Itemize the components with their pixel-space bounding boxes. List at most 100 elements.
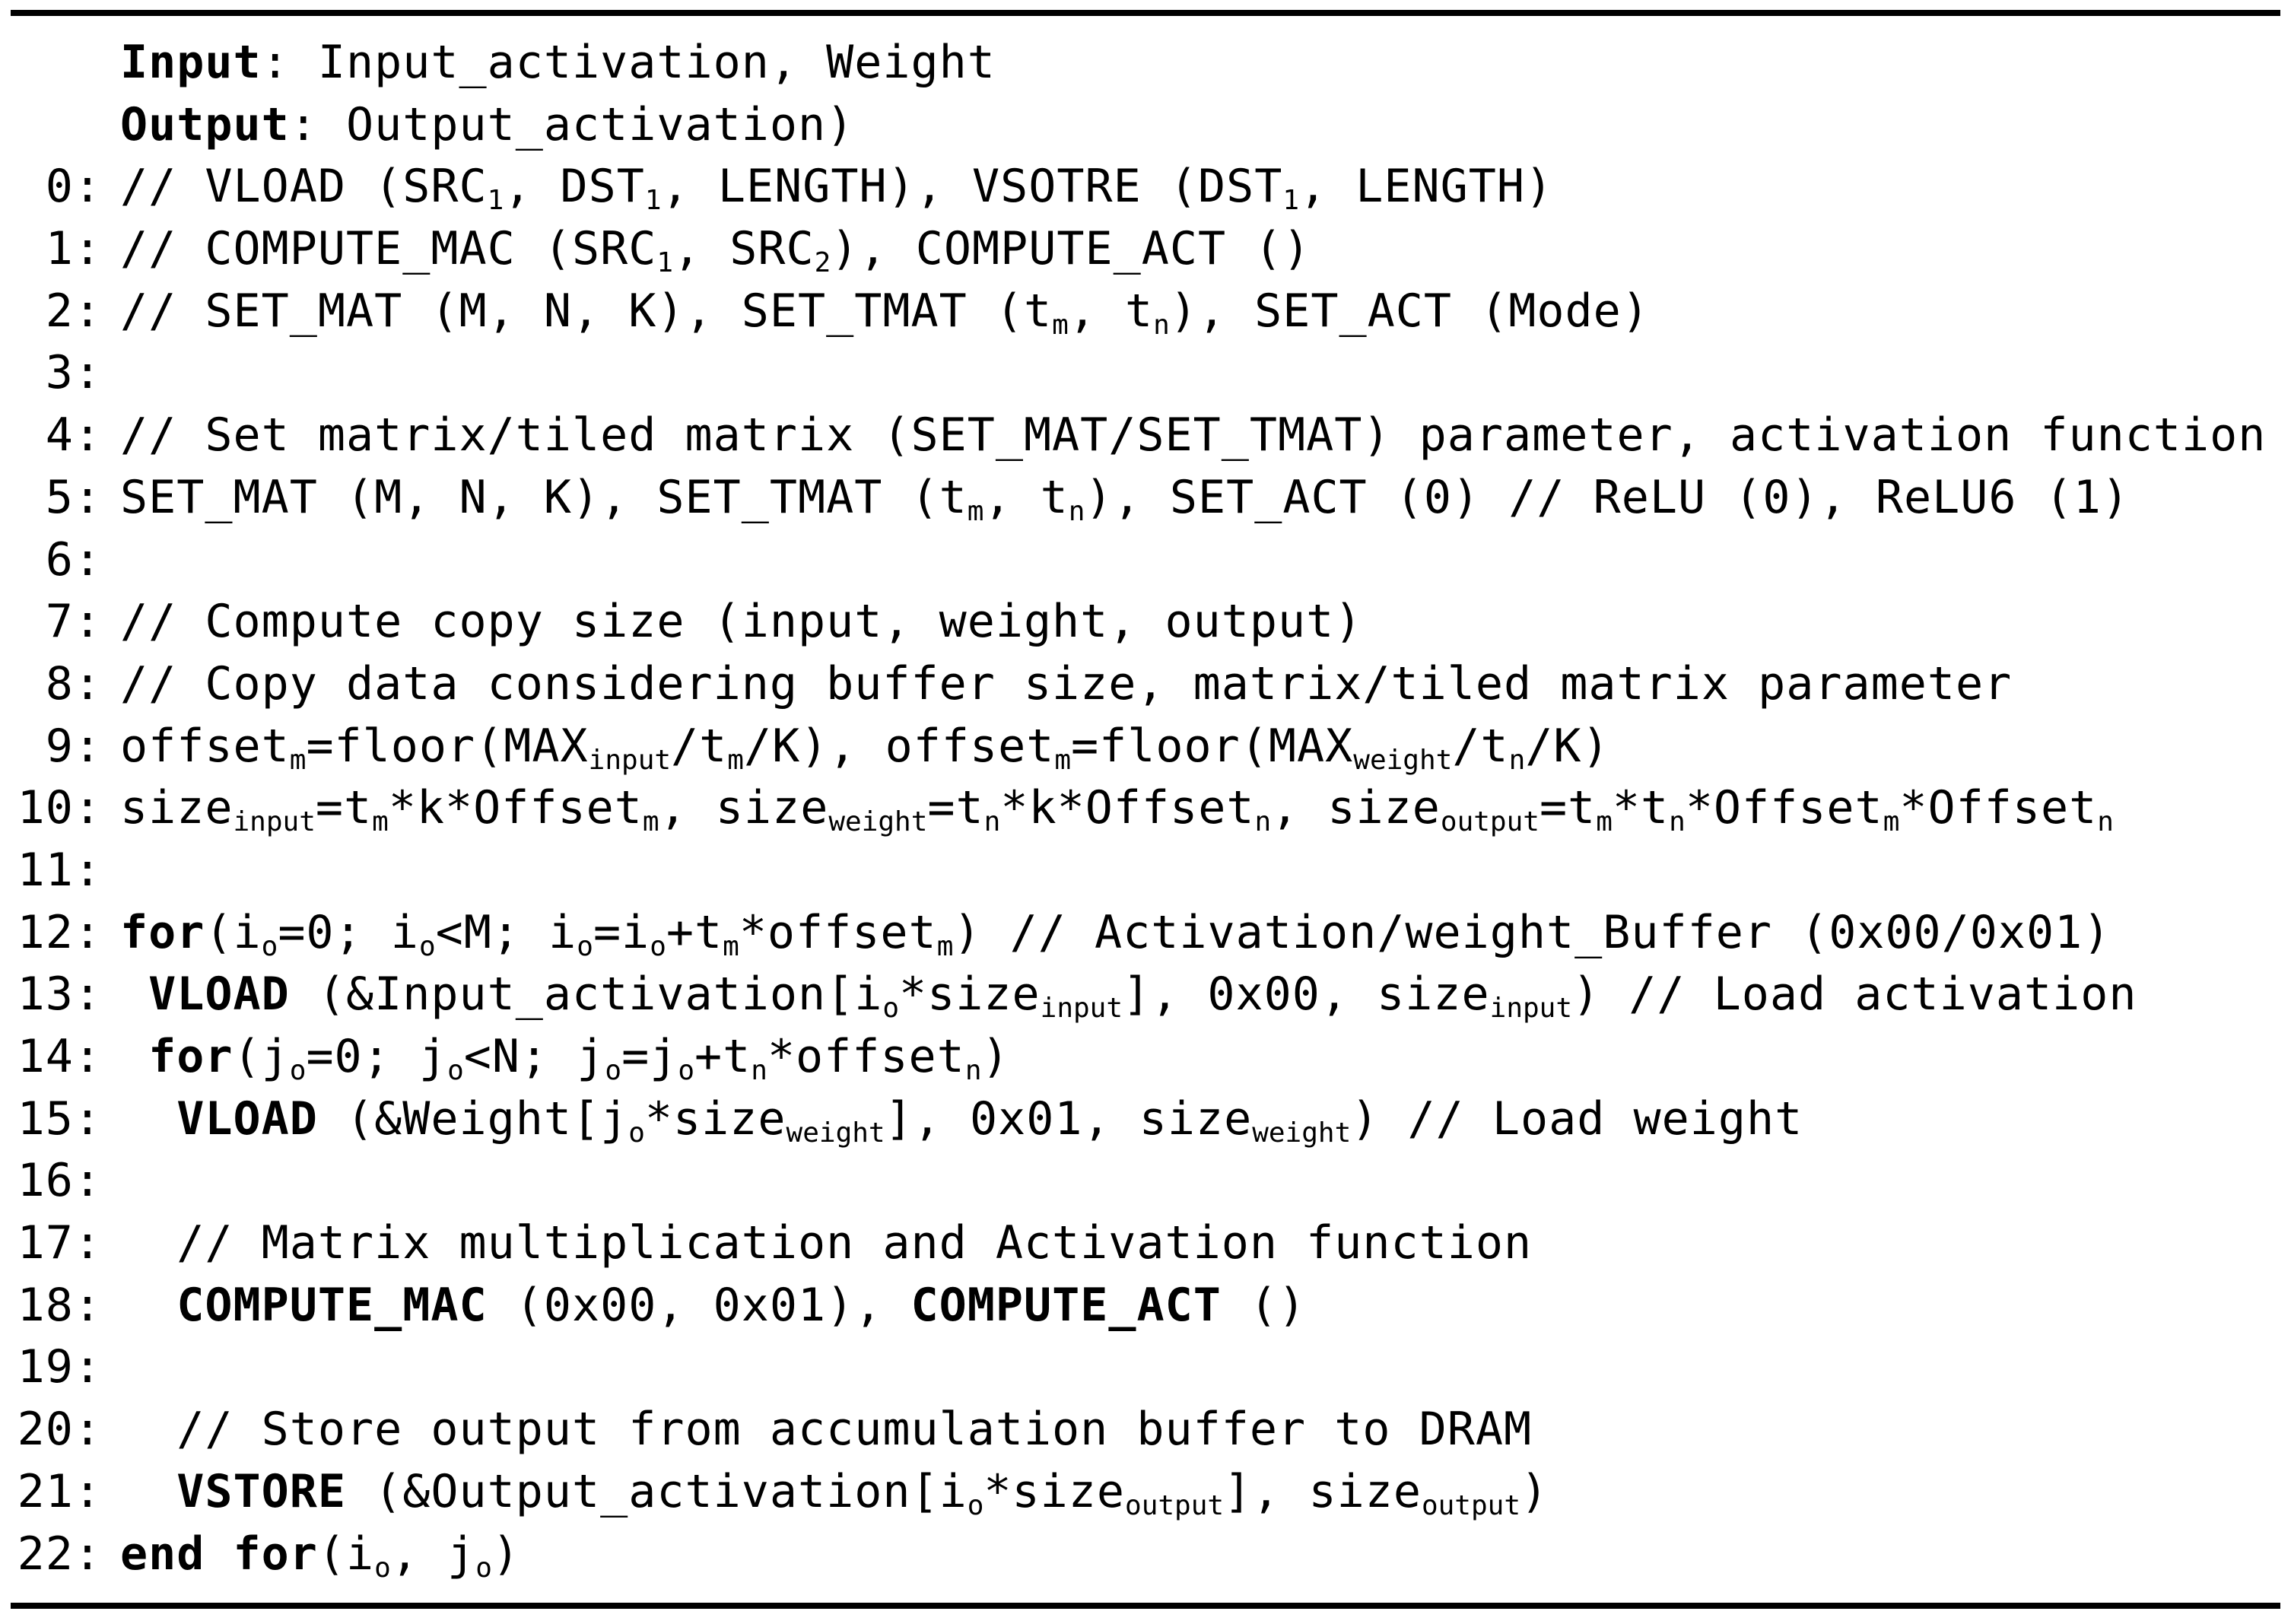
subscript: m (1596, 806, 1613, 838)
line-number: 2: (45, 284, 102, 338)
algorithm-line: 5: SET_MAT (M, N, K), SET_TMAT (tm, tn), … (0, 467, 2291, 529)
line-number: 22: (17, 1527, 102, 1581)
algorithm-line: 12:for(io=0; io<M; io=io+tm*offsetm) // … (0, 902, 2291, 965)
subscript: m (1883, 806, 1900, 838)
code-text: /K), offset (743, 719, 1055, 773)
subscript: output (1421, 1489, 1520, 1521)
algorithm-line: 10:sizeinput=tm*k*Offsetm, sizeweight=tn… (0, 777, 2291, 840)
code-text: , LENGTH) (1299, 160, 1554, 214)
code-text: ) // Activation/weight_Buffer (0x00/0x01… (953, 905, 2111, 959)
code-text: (i (205, 905, 262, 959)
code-text: ], size (1224, 1464, 1422, 1518)
code-text: ) // Load weight (1351, 1092, 1803, 1146)
code-text: ], 0x00, size (1123, 968, 1490, 1022)
code-text: , SRC (673, 222, 815, 276)
subscript: o (605, 1055, 622, 1087)
code-text: ), SET_ACT (Mode) (1169, 284, 1650, 338)
code-text: +t (666, 905, 723, 959)
subscript: o (678, 1055, 694, 1087)
algorithm-line: 14: for(jo=0; jo<N; jo=jo+tn*offsetn) (0, 1026, 2291, 1088)
line-number: 5: (45, 470, 102, 524)
subscript: input (233, 806, 316, 838)
code-text: *size (899, 968, 1041, 1022)
code-text: ) // Load activation (1572, 968, 2137, 1022)
subscript: m (1052, 309, 1069, 341)
line-code: VLOAD (&Weight[jo*sizeweight], 0x01, siz… (120, 1088, 1803, 1151)
line-number: 21: (17, 1464, 102, 1518)
keyword: end for (120, 1527, 318, 1581)
subscript: 2 (814, 247, 831, 279)
algorithm-line: 0:// VLOAD (SRC1, DST1, LENGTH), VSOTRE … (0, 156, 2291, 218)
code-text: (0x00, 0x01), (487, 1278, 911, 1332)
line-code: offsetm=floor(MAXinput/tm/K), offsetm=fl… (120, 716, 1610, 778)
code-text: *Offset (1685, 781, 1883, 835)
keyword: COMPUTE_MAC (176, 1278, 488, 1332)
subscript: n (1508, 744, 1526, 776)
code-text: *size (644, 1092, 786, 1146)
keyword: Input (120, 36, 262, 89)
line-number: 3: (45, 346, 102, 400)
subscript: m (967, 495, 984, 527)
line-code: sizeinput=tm*k*Offsetm, sizeweight=tn*k*… (120, 777, 2114, 840)
subscript: weight (1252, 1117, 1352, 1149)
code-text: , size (1271, 781, 1441, 835)
line-code: for(io=0; io<M; io=io+tm*offsetm) // Act… (120, 902, 2111, 965)
code-text: : Input_activation, Weight (261, 36, 996, 89)
code-text: offset (120, 719, 290, 773)
subscript: weight (1353, 744, 1453, 776)
subscript: o (447, 1055, 464, 1087)
code-text: *offset (767, 1030, 965, 1083)
line-code: COMPUTE_MAC (0x00, 0x01), COMPUTE_ACT () (120, 1275, 1306, 1337)
subscript: m (723, 930, 739, 962)
algorithm-line: 13: VLOAD (&Input_activation[io*sizeinpu… (0, 964, 2291, 1026)
code-text: (&Input_activation[i (289, 968, 883, 1022)
code-text: *t (1612, 781, 1670, 835)
subscript: n (1254, 806, 1272, 838)
keyword: COMPUTE_ACT (910, 1278, 1222, 1332)
code-text: (&Weight[j (317, 1092, 629, 1146)
subscript: n (1669, 806, 1686, 838)
line-code: end for(io, jo) (120, 1524, 520, 1586)
subscript: o (261, 930, 278, 962)
algorithm-line: 18: COMPUTE_MAC (0x00, 0x01), COMPUTE_AC… (0, 1275, 2291, 1337)
line-code: VSTORE (&Output_activation[io*sizeoutput… (120, 1461, 1549, 1524)
code-text: ) (1520, 1464, 1549, 1518)
algorithm-line: 22: end for(io, jo) (0, 1524, 2291, 1586)
algorithm-line: 20: // Store output from accumulation bu… (0, 1399, 2291, 1461)
code-text (120, 1279, 176, 1332)
line-code: SET_MAT (M, N, K), SET_TMAT (tm, tn), SE… (120, 467, 2130, 529)
algorithm-line: 8:// Copy data considering buffer size, … (0, 653, 2291, 716)
line-number: 12: (17, 905, 102, 959)
line-number: 9: (45, 719, 102, 773)
subscript: o (577, 930, 593, 962)
algorithm-line: 11: (0, 840, 2291, 902)
algorithm-line: 19: (0, 1336, 2291, 1399)
subscript: m (1054, 744, 1072, 776)
line-code: Output: Output_activation) (120, 94, 854, 157)
code-text: *offset (739, 905, 937, 959)
code-text: =floor(MAX (306, 719, 589, 773)
code-text: /t (671, 719, 728, 773)
line-number: 10: (17, 781, 102, 835)
code-text (120, 968, 148, 1021)
line-code: // Matrix multiplication and Activation … (120, 1212, 1532, 1275)
line-code: // Compute copy size (input, weight, out… (120, 591, 1362, 653)
code-text: // SET_MAT (M, N, K), SET_TMAT (t (120, 284, 1053, 338)
subscript: o (967, 1489, 984, 1521)
algorithm-line: Input: Input_activation, Weight (0, 32, 2291, 94)
line-number: 19: (17, 1340, 102, 1394)
algorithm-line: 2:// SET_MAT (M, N, K), SET_TMAT (tm, tn… (0, 281, 2291, 343)
code-text: =t (927, 781, 984, 835)
code-text: *Offset (1899, 781, 2098, 835)
subscript: o (289, 1055, 307, 1087)
code-text (120, 1092, 176, 1146)
algorithm-line: 6: (0, 529, 2291, 592)
subscript: input (588, 744, 672, 776)
line-number: 17: (17, 1216, 102, 1270)
subscript: o (475, 1552, 492, 1584)
subscript: input (1489, 993, 1573, 1025)
algorithm-line: 7:// Compute copy size (input, weight, o… (0, 591, 2291, 653)
subscript: m (642, 806, 659, 838)
subscript: 1 (487, 185, 504, 217)
